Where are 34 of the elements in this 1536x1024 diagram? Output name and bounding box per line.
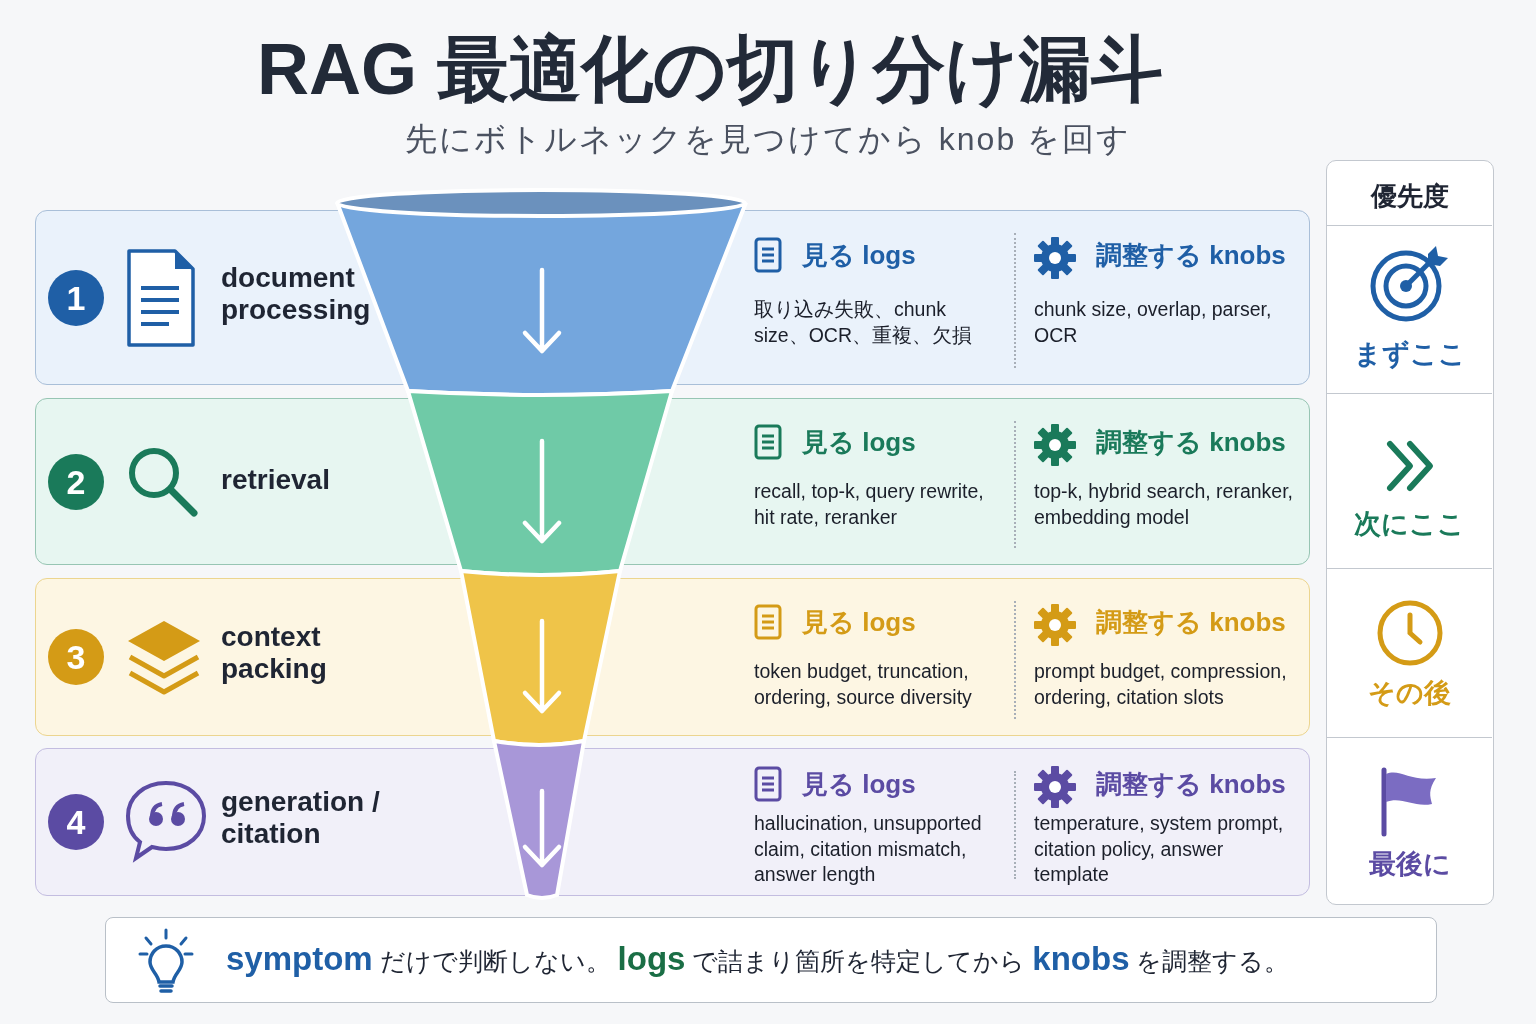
- column-heading: 見る logs: [802, 426, 916, 459]
- column-heading: 見る logs: [802, 239, 916, 272]
- log-list: hallucination, unsupported claim, citation mismatch, answer length: [754, 811, 1004, 889]
- stage-title: document processing: [221, 261, 372, 326]
- column-heading: 調整する knobs: [1096, 239, 1286, 272]
- stage-title: context packing: [221, 621, 328, 686]
- priority-label: その後: [1367, 677, 1452, 710]
- stage-title: generation / citation: [221, 786, 381, 851]
- subtitle: 先にボトルネックを見つけてから knob を回す: [403, 120, 1133, 159]
- step-number: 4: [48, 794, 104, 850]
- column-heading: 見る logs: [802, 768, 916, 801]
- title: RAG 最適化の切り分け漏斗: [256, 28, 1164, 111]
- knob-list: top-k, hybrid search, reranker, embedding model: [1034, 479, 1302, 531]
- log-list: token budget, truncation, ordering, source diversity: [754, 659, 1004, 711]
- column-title: 優先度: [1369, 180, 1450, 213]
- step-number: 1: [48, 269, 104, 326]
- priority-label: 次にここ: [1353, 508, 1466, 541]
- knob-list: prompt budget, compression, ordering, citation slots: [1034, 659, 1302, 711]
- column-heading: 調整する knobs: [1096, 606, 1286, 639]
- priority-column: [1326, 160, 1494, 905]
- knob-list: temperature, system prompt, citation policy, answer template: [1034, 811, 1302, 889]
- priority-label: まずここ: [1352, 338, 1467, 371]
- log-list: 取り込み失敗、chunk size、OCR、重複、欠損: [754, 297, 1004, 349]
- step-number: 3: [48, 629, 104, 685]
- column-heading: 見る logs: [802, 606, 916, 639]
- stage-title: retrieval: [221, 463, 331, 496]
- column-heading: 調整する knobs: [1096, 768, 1286, 801]
- note-box: [105, 917, 1437, 1003]
- step-number: 2: [48, 453, 104, 510]
- log-list: recall, top-k, query rewrite, hit rate, reranker: [754, 479, 1004, 531]
- priority-label: 最後に: [1367, 848, 1452, 881]
- knob-list: chunk size, overlap, parser, OCR: [1034, 297, 1302, 349]
- column-heading: 調整する knobs: [1096, 426, 1286, 459]
- note-text: symptom だけで判断しない。 logs で詰まり箇所を特定してから knobs を調整する。: [226, 940, 1290, 978]
